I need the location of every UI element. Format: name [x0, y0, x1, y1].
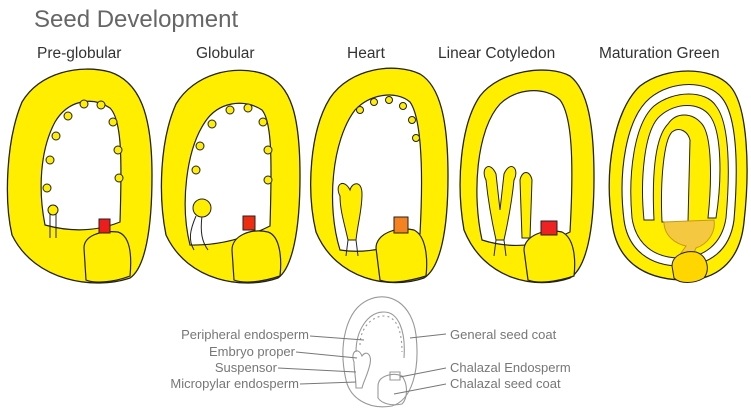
key-seed-outline — [343, 297, 417, 407]
embryo-proper — [48, 205, 58, 215]
embryo-cotyledon — [520, 173, 532, 239]
key-label-suspensor: Suspensor — [100, 360, 277, 375]
key-label-embryo-proper: Embryo proper — [100, 344, 295, 359]
key-label-peripheral-endosperm: Peripheral endosperm — [100, 327, 309, 342]
key-leader-lines — [278, 334, 446, 394]
seed-globular — [161, 70, 300, 283]
embryo-proper — [193, 199, 211, 217]
seed-maturation-green — [609, 71, 747, 283]
seed-preglobular — [7, 69, 152, 283]
chalazal-seed-coat — [84, 232, 131, 282]
chalazal-endosperm — [243, 216, 255, 230]
key-label-chalazal-seed-coat: Chalazal seed coat — [450, 376, 561, 391]
key-label-chalazal-endosperm: Chalazal Endosperm — [450, 360, 571, 375]
key-label-micropylar-endosperm: Micropylar endosperm — [100, 376, 299, 391]
seed-heart — [311, 68, 448, 282]
chalazal-endosperm — [394, 217, 408, 233]
key-endosperm-line — [356, 312, 404, 358]
chalazal-endosperm — [541, 221, 557, 235]
chalazal-seed-coat — [524, 231, 575, 282]
key-chalazal-endo — [390, 372, 400, 380]
chalazal-region — [672, 252, 707, 283]
seed-linear-cotyledon — [460, 70, 594, 283]
chalazal-seed-coat — [232, 231, 281, 282]
chalazal-seed-coat — [376, 229, 427, 282]
chalazal-endosperm — [99, 219, 110, 233]
key-label-general-seed-coat: General seed coat — [450, 327, 556, 342]
